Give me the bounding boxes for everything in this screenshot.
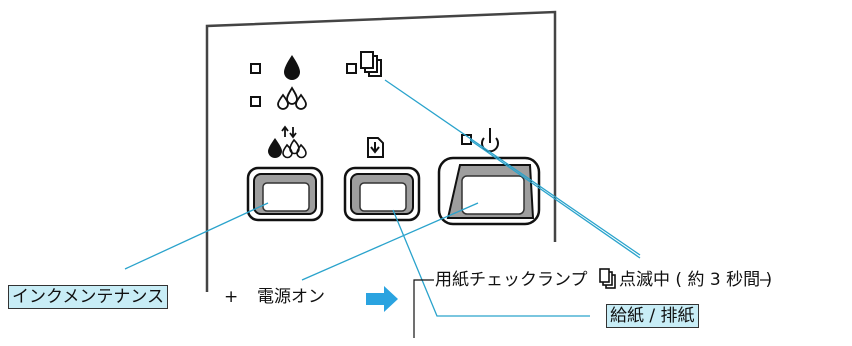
plus-sign: + bbox=[224, 287, 239, 307]
paper-check-lamp-label: 用紙チェックランプ bbox=[435, 270, 588, 290]
leader-paper-button bbox=[392, 209, 590, 317]
ink-button[interactable] bbox=[246, 166, 324, 222]
paper-button[interactable] bbox=[343, 166, 421, 222]
right-arrow-icon bbox=[366, 286, 398, 312]
color-ink-icon bbox=[277, 86, 307, 110]
paper-stack-icon bbox=[360, 51, 382, 77]
bracket-lines bbox=[413, 279, 770, 338]
paper-stack-inline-icon bbox=[599, 268, 616, 289]
panel-outline bbox=[205, 10, 557, 292]
ink-light bbox=[250, 63, 261, 74]
leader-lines bbox=[124, 79, 641, 317]
paper-check-light bbox=[346, 63, 357, 74]
paper-feed-icon bbox=[367, 137, 384, 158]
leader-power-lamp bbox=[469, 139, 641, 259]
power-on-label: 電源オン bbox=[257, 287, 325, 307]
leader-ink-button bbox=[124, 202, 269, 270]
leader-paper-lamp bbox=[384, 79, 641, 256]
color-ink-light bbox=[250, 96, 261, 107]
ink-drop-icon bbox=[284, 55, 300, 80]
feed-eject-label: 給紙 / 排紙 bbox=[606, 304, 699, 328]
paper-check-lamp-status: 点滅中 ( 約 3 秒間 ) bbox=[619, 270, 773, 290]
ink-exchange-icon bbox=[268, 125, 307, 159]
power-button[interactable] bbox=[437, 156, 541, 226]
leader-power-button bbox=[301, 202, 479, 281]
ink-maintenance-label: インクメンテナンス bbox=[8, 285, 168, 309]
